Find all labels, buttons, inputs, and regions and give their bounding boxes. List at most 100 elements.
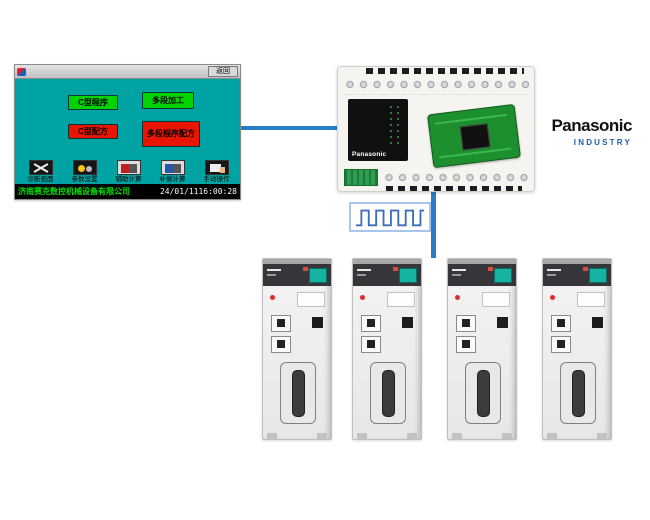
panasonic-wordmark: Panasonic bbox=[551, 116, 632, 135]
hmi-auxiliary-calc-button[interactable]: 辅助计算 bbox=[108, 159, 149, 183]
servo-io-connector-slot bbox=[292, 370, 305, 417]
pulse-signal-icon bbox=[349, 202, 431, 232]
servo-display-screen bbox=[399, 268, 417, 283]
servo-mounting-foot bbox=[452, 433, 462, 439]
servo-qr-label bbox=[592, 317, 603, 328]
pcb-trace bbox=[435, 113, 507, 125]
servo-top-cap bbox=[353, 259, 421, 264]
hmi-datetime: 24/01/1116:00:28 bbox=[159, 187, 237, 196]
hmi-button-c-recipe[interactable]: C型配方 bbox=[68, 124, 118, 139]
servo-mounting-foot bbox=[317, 433, 327, 439]
servo-panel-marking bbox=[267, 274, 276, 276]
servo-mounting-foot bbox=[407, 433, 417, 439]
hmi-button-c-program[interactable]: C型程序 bbox=[68, 95, 118, 110]
servo-status-led bbox=[550, 295, 555, 300]
servo-display-panel bbox=[543, 264, 611, 286]
hmi-statusbar: 济南赛克数控机械设备有限公司 24/01/1116:00:28 bbox=[15, 184, 240, 199]
plc-top-terminal-strip bbox=[343, 75, 529, 95]
servo-top-cap bbox=[543, 259, 611, 264]
servo-brand-tag bbox=[488, 267, 493, 271]
servo-brand-tag bbox=[583, 267, 588, 271]
hmi-button-multi-machining[interactable]: 多段加工 bbox=[142, 92, 194, 109]
servo-ethernet-port-2 bbox=[271, 336, 291, 353]
servo-mounting-foot bbox=[597, 433, 607, 439]
hmi-toolbar-label: 辅助计算 bbox=[115, 175, 142, 183]
hmi-toolbar-label: 补偿计算 bbox=[159, 175, 186, 183]
servo-ethernet-port-2 bbox=[456, 336, 476, 353]
servo-ethernet-port-1 bbox=[271, 315, 291, 332]
servo-ethernet-port-2 bbox=[361, 336, 381, 353]
servo-mounting-foot bbox=[502, 433, 512, 439]
plc-front-label: Panasonic bbox=[348, 99, 408, 161]
hmi-button-multi-recipe[interactable]: 多段程序配方 bbox=[142, 121, 200, 147]
hmi-parameter-settings-button[interactable]: 参数设置 bbox=[64, 159, 105, 183]
panasonic-industry-logo: Panasonic INDUSTRY bbox=[537, 116, 632, 147]
servo-top-cap bbox=[448, 259, 516, 264]
hand-monitor-icon bbox=[204, 159, 229, 175]
servo-panel-marking bbox=[547, 269, 561, 271]
servo-ethernet-port-1 bbox=[456, 315, 476, 332]
servo-ethernet-port-2 bbox=[551, 336, 571, 353]
pcb-trace bbox=[439, 147, 511, 159]
hmi-toolbar: 诊断画面 参数设置 辅助计算 补偿计算 手动操作 bbox=[20, 159, 237, 183]
servo-mounting-foot bbox=[267, 433, 277, 439]
servo-status-led bbox=[360, 295, 365, 300]
hmi-manual-operation-button[interactable]: 手动操作 bbox=[196, 159, 237, 183]
calculator-icon bbox=[160, 159, 185, 175]
servo-display-screen bbox=[494, 268, 512, 283]
servo-io-connector bbox=[370, 362, 406, 424]
servo-status-led bbox=[270, 295, 275, 300]
servo-io-connector-slot bbox=[572, 370, 585, 417]
hmi-titlebar: 返回 bbox=[15, 65, 240, 79]
servo-io-connector bbox=[465, 362, 501, 424]
servo-nameplate bbox=[577, 292, 605, 307]
plc-green-terminal-block bbox=[344, 169, 378, 186]
servo-io-connector-slot bbox=[382, 370, 395, 417]
servo-nameplate bbox=[297, 292, 325, 307]
plc-bottom-connector-teeth bbox=[386, 186, 522, 191]
servo-qr-label bbox=[497, 317, 508, 328]
servo-display-panel bbox=[448, 264, 516, 286]
servo-mounting-foot bbox=[357, 433, 367, 439]
servo-status-led bbox=[455, 295, 460, 300]
servo-display-screen bbox=[589, 268, 607, 283]
servo-drive-3 bbox=[447, 258, 517, 440]
servo-mounting-foot bbox=[547, 433, 557, 439]
hmi-system-icon bbox=[17, 67, 26, 76]
servo-io-connector-slot bbox=[477, 370, 490, 417]
plc-brand-text: Panasonic bbox=[352, 151, 387, 158]
hmi-screen: C型程序 多段加工 C型配方 多段程序配方 诊断画面 参数设置 辅助计算 bbox=[15, 79, 240, 184]
plc-circuit-board bbox=[427, 103, 521, 169]
hmi-compensation-calc-button[interactable]: 补偿计算 bbox=[152, 159, 193, 183]
servo-brand-tag bbox=[303, 267, 308, 271]
servo-drive-1 bbox=[262, 258, 332, 440]
servo-io-connector bbox=[560, 362, 596, 424]
wrench-tools-icon bbox=[28, 159, 53, 175]
servo-display-panel bbox=[263, 264, 331, 286]
gear-icon bbox=[72, 159, 97, 175]
servo-ethernet-port-1 bbox=[361, 315, 381, 332]
servo-drive-2 bbox=[352, 258, 422, 440]
servo-drive-4 bbox=[542, 258, 612, 440]
servo-nameplate bbox=[482, 292, 510, 307]
servo-panel-marking bbox=[357, 274, 366, 276]
servo-ethernet-port-1 bbox=[551, 315, 571, 332]
servo-panel-marking bbox=[452, 269, 466, 271]
industry-label: INDUSTRY bbox=[573, 137, 632, 147]
servo-brand-tag bbox=[393, 267, 398, 271]
servo-panel-marking bbox=[452, 274, 461, 276]
hmi-panel: 返回 C型程序 多段加工 C型配方 多段程序配方 诊断画面 参数设置 辅助计算 bbox=[14, 64, 241, 200]
plc-top-connector-teeth bbox=[366, 68, 524, 74]
servo-panel-marking bbox=[357, 269, 371, 271]
servo-qr-label bbox=[402, 317, 413, 328]
square-wave-icon bbox=[355, 209, 425, 227]
hmi-back-button[interactable]: 返回 bbox=[208, 66, 238, 77]
servo-top-cap bbox=[263, 259, 331, 264]
hmi-toolbar-label: 参数设置 bbox=[71, 175, 98, 183]
hmi-toolbar-label: 诊断画面 bbox=[27, 175, 54, 183]
connection-line-plc-to-servos bbox=[431, 190, 436, 258]
hmi-diagnostic-screen-button[interactable]: 诊断画面 bbox=[20, 159, 61, 183]
servo-display-panel bbox=[353, 264, 421, 286]
servo-display-screen bbox=[309, 268, 327, 283]
